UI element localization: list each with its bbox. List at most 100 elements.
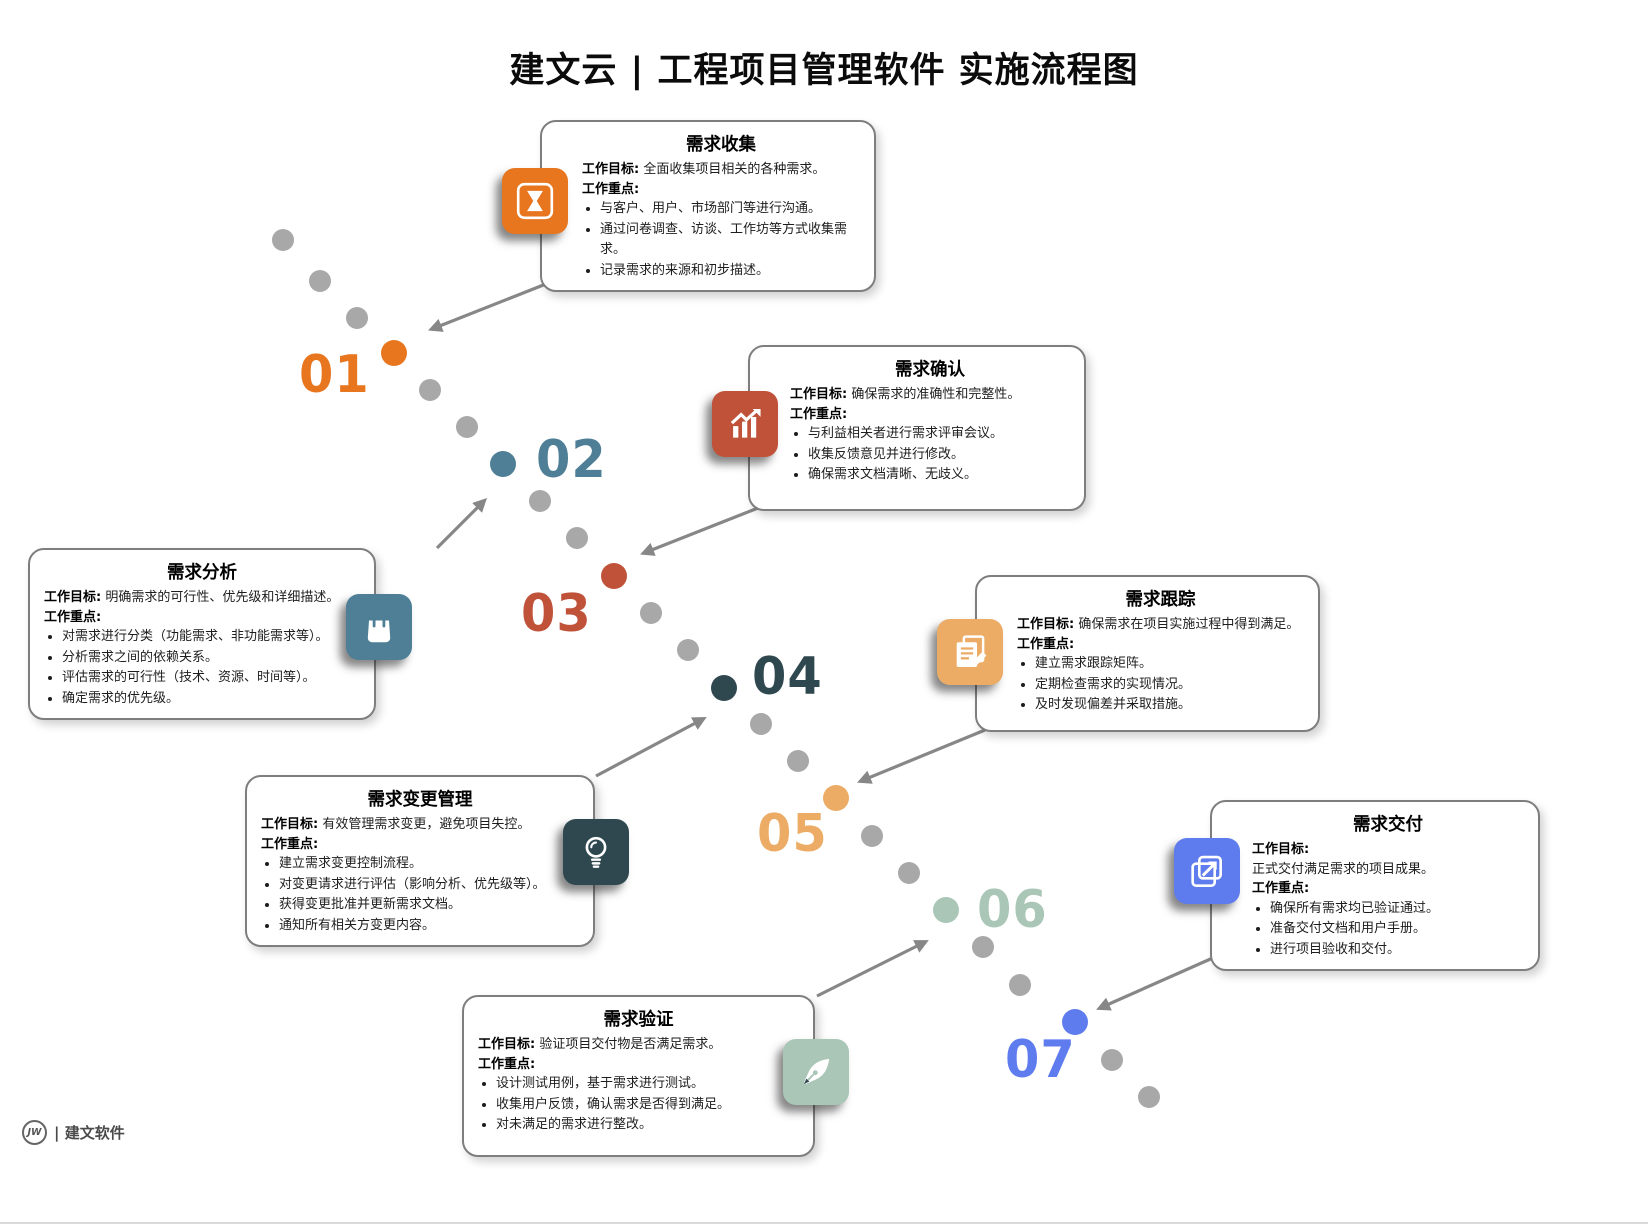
- step-number-6: 06: [977, 880, 1048, 940]
- chart-growth-icon: [712, 391, 778, 457]
- focus-item: 设计测试用例，基于需求进行测试。: [496, 1074, 799, 1095]
- step-dot-7: [1062, 1009, 1088, 1035]
- callout-requirements-confirmation: 需求确认 工作目标: 确保需求的准确性和完整性。 工作重点: 与利益相关者进行需…: [712, 345, 1086, 511]
- step-number-3: 03: [521, 584, 592, 644]
- lightbulb-icon: [563, 819, 629, 885]
- focus-item: 收集用户反馈，确认需求是否得到满足。: [496, 1095, 799, 1116]
- callout-requirements-analysis: 需求分析 工作目标: 明确需求的可行性、优先级和详细描述。 工作重点: 对需求进…: [28, 548, 412, 721]
- focus-list: 与客户、用户、市场部门等进行沟通。通过问卷调查、访谈、工作坊等方式收集需求。记录…: [582, 199, 860, 281]
- goal-line: 工作目标: 有效管理需求变更，避免项目失控。: [261, 815, 579, 835]
- goal-label: 工作目标:: [1017, 617, 1075, 632]
- focus-item: 记录需求的来源和初步描述。: [600, 261, 860, 282]
- step-dot-2: [490, 451, 516, 477]
- callout-requirements-tracking: 需求跟踪 工作目标: 确保需求在项目实施过程中得到满足。 工作重点: 建立需求跟…: [937, 575, 1320, 732]
- goal-line: 工作目标: 验证项目交付物是否满足需求。: [478, 1035, 799, 1055]
- callout-requirements-collection: 需求收集 工作目标: 全面收集项目相关的各种需求。 工作重点: 与客户、用户、市…: [502, 120, 876, 293]
- callout-title: 需求分析: [167, 563, 237, 583]
- goal-label: 工作目标:: [582, 162, 640, 177]
- brand-logo: JW | 建文软件: [22, 1120, 125, 1145]
- focus-item: 确定需求的优先级。: [62, 689, 360, 710]
- callout-requirements-verification: 需求验证 工作目标: 验证项目交付物是否满足需求。 工作重点: 设计测试用例，基…: [462, 995, 849, 1157]
- focus-item: 建立需求跟踪矩阵。: [1035, 654, 1304, 675]
- goal-line: 工作目标: 全面收集项目相关的各种需求。: [582, 160, 860, 180]
- focus-item: 及时发现偏差并采取措施。: [1035, 695, 1304, 716]
- focus-item: 收集反馈意见并进行修改。: [808, 445, 1070, 466]
- goal-line: 工作目标: 明确需求的可行性、优先级和详细描述。: [44, 588, 360, 608]
- goal-label: 工作目标:: [478, 1037, 536, 1052]
- focus-item: 确保所有需求均已验证通过。: [1270, 899, 1524, 920]
- step-dot-4: [711, 675, 737, 701]
- step-number-5: 05: [757, 804, 828, 864]
- focus-item: 分析需求之间的依赖关系。: [62, 648, 360, 669]
- focus-list: 建立需求变更控制流程。对变更请求进行评估（影响分析、优先级等）。获得变更批准并更…: [261, 854, 579, 936]
- focus-label: 工作重点:: [44, 609, 102, 625]
- focus-item: 与利益相关者进行需求评审会议。: [808, 424, 1070, 445]
- callout-title: 需求交付: [1353, 815, 1423, 835]
- logo-mark-icon: JW: [22, 1120, 47, 1145]
- pen-nib-icon: [783, 1039, 849, 1105]
- callout-title: 需求变更管理: [367, 790, 473, 810]
- focus-item: 进行项目验收和交付。: [1270, 940, 1524, 961]
- focus-item: 确保需求文档清晰、无歧义。: [808, 465, 1070, 486]
- focus-list: 对需求进行分类（功能需求、非功能需求等）。分析需求之间的依赖关系。评估需求的可行…: [44, 627, 360, 709]
- arrow-to-step-6: [816, 940, 929, 998]
- callout-requirements-delivery: 需求交付 工作目标: 正式交付满足需求的项目成果。 工作重点: 确保所有需求均已…: [1174, 800, 1540, 972]
- focus-item: 准备交付文档和用户手册。: [1270, 919, 1524, 940]
- goal-label: 工作目标:: [261, 817, 319, 832]
- step-dot-3: [601, 563, 627, 589]
- goal-line: 工作目标: 确保需求的准确性和完整性。: [790, 385, 1070, 405]
- goal-text: 全面收集项目相关的各种需求。: [643, 162, 826, 177]
- goal-label: 工作目标:: [1252, 842, 1310, 857]
- step-number-7: 07: [1005, 1030, 1076, 1090]
- focus-label: 工作重点:: [1252, 881, 1310, 896]
- arrow-to-step-5: [857, 728, 986, 784]
- focus-item: 通过问卷调查、访谈、工作坊等方式收集需求。: [600, 220, 860, 261]
- deliver-boxes-icon: [1174, 838, 1240, 904]
- focus-list: 与利益相关者进行需求评审会议。收集反馈意见并进行修改。确保需求文档清晰、无歧义。: [790, 424, 1070, 486]
- page-title: 建文云 | 工程项目管理软件 实施流程图: [509, 51, 1139, 91]
- arrow-to-step-1: [428, 278, 557, 332]
- focus-item: 评估需求的可行性（技术、资源、时间等）。: [62, 668, 360, 689]
- step-dot-5: [823, 785, 849, 811]
- goal-text: 确保需求在项目实施过程中得到满足。: [1078, 617, 1300, 632]
- goal-text: 正式交付满足需求的项目成果。: [1252, 861, 1435, 877]
- focus-item: 对需求进行分类（功能需求、非功能需求等）。: [62, 627, 360, 648]
- goal-text: 有效管理需求变更，避免项目失控。: [322, 817, 531, 832]
- hourglass-icon: [502, 168, 568, 234]
- arrow-to-step-7: [1096, 955, 1216, 1011]
- callout-title: 需求收集: [686, 135, 756, 155]
- focus-item: 建立需求变更控制流程。: [279, 854, 579, 875]
- step-dot-1: [381, 340, 407, 366]
- step-number-4: 04: [752, 647, 823, 707]
- shopping-bag-icon: [346, 594, 412, 660]
- goal-text: 验证项目交付物是否满足需求。: [539, 1037, 722, 1052]
- focus-label: 工作重点:: [582, 181, 640, 197]
- focus-item: 对未满足的需求进行整改。: [496, 1115, 799, 1136]
- callout-title: 需求跟踪: [1125, 590, 1196, 610]
- callout-title: 需求确认: [895, 360, 965, 380]
- connector-arrows: [428, 278, 1216, 1011]
- focus-label: 工作重点:: [261, 836, 319, 852]
- callout-change-management: 需求变更管理 工作目标: 有效管理需求变更，避免项目失控。 工作重点: 建立需求…: [245, 775, 629, 948]
- focus-label: 工作重点:: [478, 1056, 536, 1072]
- focus-item: 定期检查需求的实现情况。: [1035, 675, 1304, 696]
- step-number-2: 02: [536, 430, 607, 490]
- arrow-to-step-2: [435, 498, 487, 550]
- step-dot-6: [933, 897, 959, 923]
- focus-list: 确保所有需求均已验证通过。准备交付文档和用户手册。进行项目验收和交付。: [1252, 899, 1524, 961]
- goal-label: 工作目标:: [44, 590, 102, 605]
- focus-list: 设计测试用例，基于需求进行测试。收集用户反馈，确认需求是否得到满足。对未满足的需…: [478, 1074, 799, 1136]
- focus-label: 工作重点:: [790, 406, 848, 422]
- document-checklist-icon: [937, 619, 1003, 685]
- timeline-dots: [272, 229, 1160, 1108]
- arrow-to-step-3: [640, 506, 759, 556]
- focus-item: 与客户、用户、市场部门等进行沟通。: [600, 199, 860, 220]
- focus-list: 建立需求跟踪矩阵。定期检查需求的实现情况。及时发现偏差并采取措施。: [1017, 654, 1304, 716]
- callout-title: 需求验证: [603, 1010, 674, 1030]
- logo-text: | 建文软件: [54, 1124, 125, 1142]
- arrow-to-step-4: [595, 717, 707, 778]
- step-number-1: 01: [299, 345, 370, 405]
- goal-text: 明确需求的可行性、优先级和详细描述。: [105, 590, 340, 605]
- goal-line: 工作目标: 确保需求在项目实施过程中得到满足。: [1017, 615, 1304, 635]
